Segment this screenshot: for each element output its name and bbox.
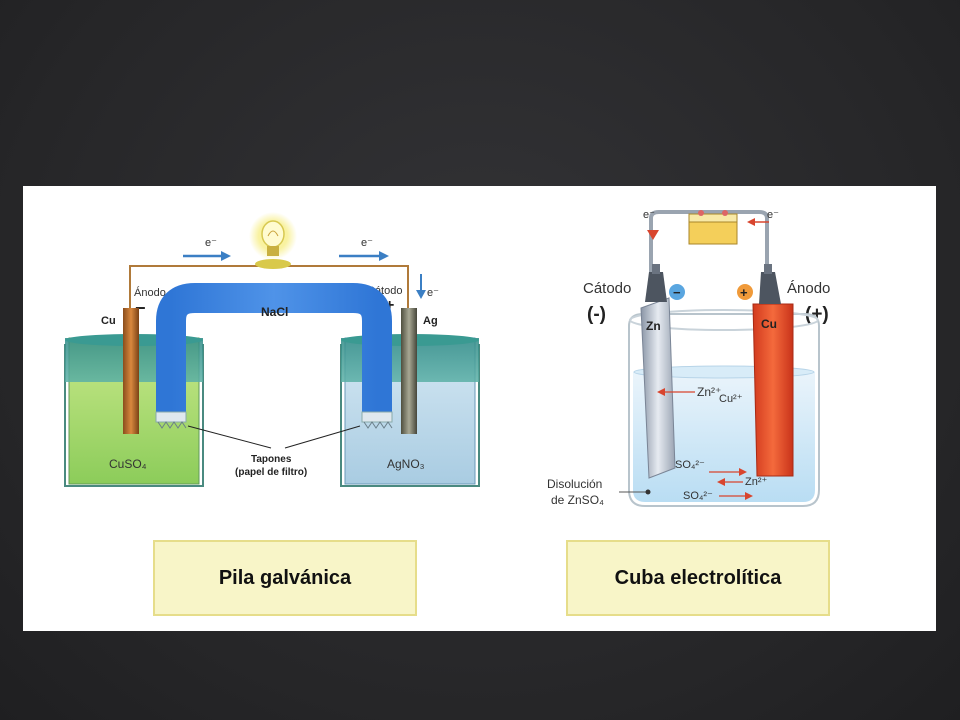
zinc-label: Zn <box>646 319 661 333</box>
electron-label-left-e: e⁻ <box>643 209 655 221</box>
plus-badge-text: + <box>740 285 748 300</box>
electrolytic-arrow-left <box>647 230 659 240</box>
left-metal-label: Cu <box>101 315 116 327</box>
minus-badge-text: − <box>673 285 681 300</box>
caption-galvanic: Pila galvánica <box>153 540 417 616</box>
plug-pointer-right <box>284 425 361 449</box>
ion-cu: Cu²⁺ <box>719 393 743 405</box>
cathode-sign: + <box>385 297 394 314</box>
electron-label-right-e: e⁻ <box>767 209 779 221</box>
electrolytic-arrow-right <box>747 218 769 226</box>
bridge-label: NaCl <box>261 305 288 319</box>
cathode-sign-e: (-) <box>587 304 606 325</box>
ion-so4-top: SO₄²⁻ <box>675 459 705 471</box>
right-solution-label: AgNO₃ <box>387 457 425 471</box>
anode-sign: − <box>135 298 146 318</box>
plugs-sublabel: (papel de filtro) <box>235 467 307 478</box>
cathode-label-e: Cátodo <box>583 280 631 297</box>
ion-zn-right: Zn²⁺ <box>745 476 768 488</box>
solution-label-1: Disolución <box>547 477 602 491</box>
left-clamp-icon <box>645 264 667 302</box>
copper-label-e: Cu <box>761 317 777 331</box>
solution-label-2: de ZnSO₄ <box>551 493 604 507</box>
battery-icon <box>688 210 738 245</box>
electrolytic-cell: e⁻ e⁻ Cátodo (-) Ánodo (+) − + <box>547 209 830 507</box>
copper-electrode <box>123 308 139 434</box>
salt-bridge <box>156 283 392 418</box>
silver-electrode <box>401 308 417 434</box>
minus-terminal-icon <box>669 284 685 300</box>
plus-terminal-icon <box>737 284 753 300</box>
diagram-panel: e⁻ e⁻ e⁻ Ánodo − Cátodo + <box>23 186 936 631</box>
ion-zn-left: Zn²⁺ <box>697 385 721 399</box>
plug-pointer-left <box>187 425 272 449</box>
right-metal-label: Ag <box>423 315 438 327</box>
ion-so4-bottom: SO₄²⁻ <box>683 490 713 502</box>
right-clamp-icon <box>759 264 781 304</box>
electron-arrow-down <box>416 274 426 299</box>
left-plug <box>155 411 187 429</box>
electron-label-down: e⁻ <box>427 287 439 299</box>
electrolytic-wire <box>649 210 769 282</box>
electron-label-left: e⁻ <box>205 237 217 249</box>
caption-electrolytic: Cuba electrolítica <box>566 540 830 616</box>
anode-label-e: Ánodo <box>787 280 830 297</box>
anode-label: Ánodo <box>134 286 166 299</box>
electron-arrow-left <box>183 251 231 261</box>
solution-pointer-dot <box>645 489 651 495</box>
light-bulb-icon <box>249 212 297 269</box>
galvanic-cell: e⁻ e⁻ e⁻ Ánodo − Cátodo + <box>64 212 480 487</box>
left-solution-label: CuSO₄ <box>109 457 147 471</box>
right-plug <box>361 411 393 429</box>
electron-arrow-right <box>339 251 389 261</box>
plugs-label: Tapones <box>251 454 292 465</box>
diagram-canvas: e⁻ e⁻ e⁻ Ánodo − Cátodo + <box>64 209 830 507</box>
electron-label-right: e⁻ <box>361 237 373 249</box>
anode-sign-e: (+) <box>805 304 829 325</box>
